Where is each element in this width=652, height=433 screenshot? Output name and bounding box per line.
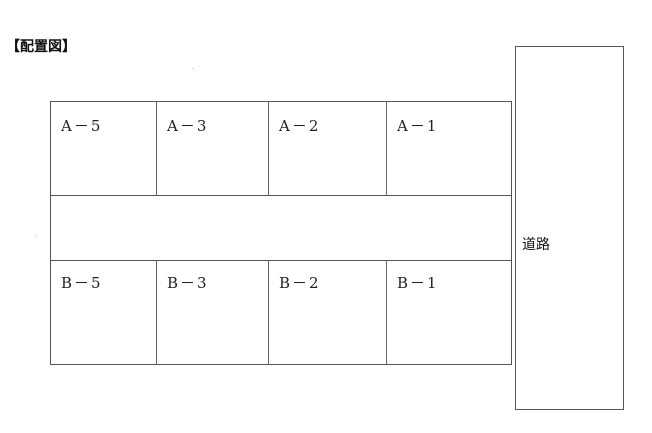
- lot-b5[interactable]: B－5: [51, 260, 157, 364]
- lot-b3[interactable]: B－3: [157, 260, 269, 364]
- lot-b1[interactable]: B－1: [387, 260, 511, 364]
- lot-row-b: B－5 B－3 B－2 B－1: [51, 260, 511, 364]
- lot-a3[interactable]: A－3: [157, 102, 269, 196]
- scan-speck: [36, 236, 37, 237]
- lot-label: A－5: [61, 117, 103, 135]
- lot-a5[interactable]: A－5: [51, 102, 157, 196]
- lot-label: B－1: [397, 274, 439, 292]
- lot-label: A－2: [279, 117, 321, 135]
- road-label: 道路: [522, 237, 550, 253]
- page-title: 【配置図】: [6, 39, 76, 55]
- lot-a1[interactable]: A－1: [387, 102, 511, 196]
- lot-label: A－3: [167, 117, 209, 135]
- lot-label: A－1: [397, 117, 439, 135]
- scan-speck: [192, 68, 193, 69]
- lot-label: B－3: [167, 274, 209, 292]
- road: 道路: [515, 46, 624, 410]
- lot-layout: A－5 A－3 A－2 A－1 B－5 B－3 B－2 B－1: [50, 101, 512, 365]
- lot-label: B－2: [279, 274, 321, 292]
- lot-b2[interactable]: B－2: [269, 260, 387, 364]
- lot-a2[interactable]: A－2: [269, 102, 387, 196]
- lot-row-a: A－5 A－3 A－2 A－1: [51, 102, 511, 196]
- lot-label: B－5: [61, 274, 103, 292]
